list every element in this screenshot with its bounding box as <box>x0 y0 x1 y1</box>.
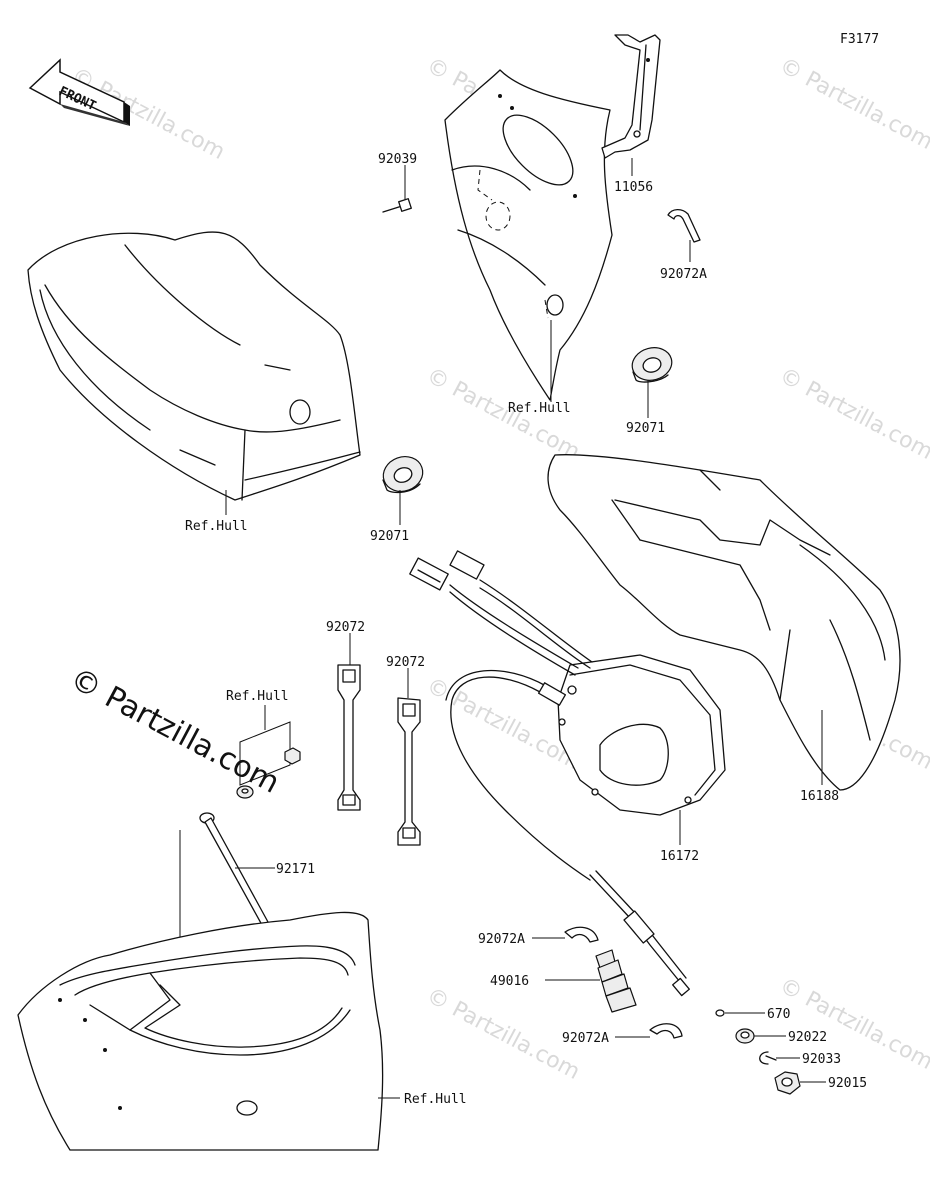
label-92071-top: 92071 <box>626 421 665 436</box>
label-ref-hull-bottom: Ref.Hull <box>404 1092 467 1107</box>
hardware-ref-hull-mid <box>236 705 301 799</box>
grommet-92071-top <box>631 347 673 418</box>
oring-670 <box>715 1009 765 1017</box>
foam-block-16188 <box>547 454 901 791</box>
part-labels: 11056 92039 92072A 92071 Ref.Hull Ref.Hu… <box>185 152 867 1107</box>
boot-49016 <box>545 949 637 1013</box>
label-92072-a: 92072 <box>326 620 365 635</box>
label-670: 670 <box>767 1007 790 1022</box>
watermark: © Partzilla.com <box>775 53 930 155</box>
label-92033: 92033 <box>802 1052 841 1067</box>
washer-92033 <box>759 1051 800 1065</box>
strap-92072-a <box>337 633 361 811</box>
hull-top <box>444 69 613 401</box>
clamp-92072A-top <box>667 208 701 262</box>
label-92022: 92022 <box>788 1030 827 1045</box>
bracket-11056 <box>601 34 661 159</box>
grommet-92071-left <box>382 456 424 525</box>
partzilla-logo-watermark: © Partzilla.com <box>64 661 285 801</box>
label-49016: 49016 <box>490 974 529 989</box>
control-box-16172 <box>409 550 726 845</box>
strap-92072-b <box>397 668 421 846</box>
nut-92015 <box>774 1071 826 1095</box>
label-92072A-low: 92072A <box>562 1031 609 1046</box>
label-ref-hull-top: Ref.Hull <box>508 401 571 416</box>
label-ref-hull-mid: Ref.Hull <box>226 689 289 704</box>
label-92015: 92015 <box>828 1076 867 1091</box>
control-cable <box>445 669 690 997</box>
watermark: © Partzilla.com <box>422 983 584 1085</box>
label-16188: 16188 <box>800 789 839 804</box>
front-arrow-badge: FRONT <box>28 58 130 126</box>
label-92072-b: 92072 <box>386 655 425 670</box>
label-92039: 92039 <box>378 152 417 167</box>
clamp-92072A-mid <box>532 926 599 943</box>
washer-92022 <box>735 1028 786 1044</box>
label-92171: 92171 <box>276 862 315 877</box>
label-11056: 11056 <box>614 180 653 195</box>
hull-bottom <box>17 911 384 1151</box>
label-92071-left: 92071 <box>370 529 409 544</box>
label-ref-hull-left: Ref.Hull <box>185 519 248 534</box>
watermark: © Partzilla.com <box>775 973 930 1075</box>
label-16172: 16172 <box>660 849 699 864</box>
hull-left <box>27 231 361 501</box>
label-92072A-mid: 92072A <box>478 932 525 947</box>
watermark: © Partzilla.com <box>775 363 930 465</box>
label-92072A-top: 92072A <box>660 267 707 282</box>
clamp-92072A-low <box>615 1023 683 1039</box>
figure-id: F3177 <box>840 32 879 47</box>
pin-92039 <box>382 165 412 213</box>
